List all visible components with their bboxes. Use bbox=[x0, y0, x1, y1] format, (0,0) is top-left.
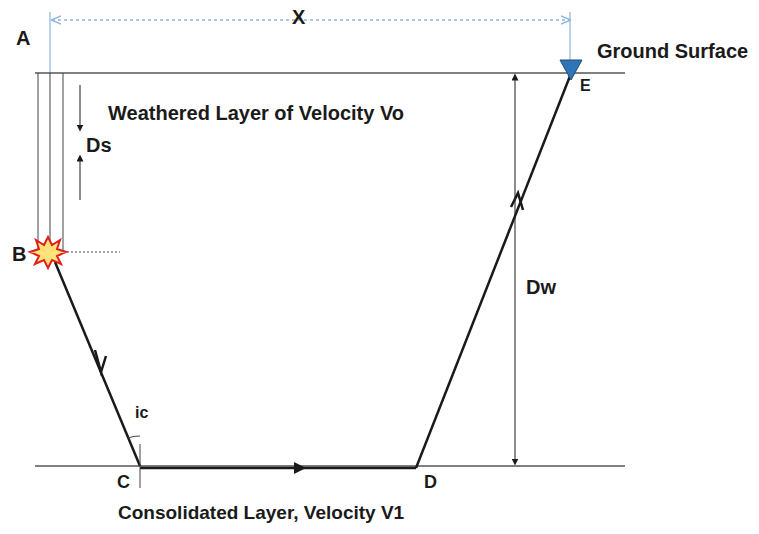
angle-label: ic bbox=[135, 404, 148, 422]
borehole-center bbox=[50, 73, 51, 245]
ground-surface-line bbox=[35, 72, 625, 74]
ray-path bbox=[55, 262, 140, 466]
layer-label: Weathered Layer of Velocity Vo bbox=[108, 102, 404, 124]
ray-arrow bbox=[95, 350, 106, 372]
borehole-wall bbox=[38, 73, 39, 252]
dimension-label: Ds bbox=[86, 134, 112, 156]
depth-arrow bbox=[80, 85, 81, 128]
point-label: A bbox=[16, 27, 30, 49]
surface-label: Ground Surface bbox=[597, 40, 748, 62]
explosion-symbol bbox=[30, 237, 66, 268]
point-label: B bbox=[12, 243, 26, 265]
distance-label: X bbox=[292, 6, 305, 28]
point-label: C bbox=[117, 473, 130, 493]
extension-line bbox=[569, 12, 570, 62]
dimension-label: Dw bbox=[526, 276, 556, 298]
layer-label: Consolidated Layer, Velocity V1 bbox=[118, 503, 404, 524]
ray-path bbox=[416, 76, 570, 468]
ray-arrow bbox=[294, 462, 306, 474]
point-label: E bbox=[580, 77, 591, 95]
borehole-wall bbox=[63, 73, 64, 252]
depth-arrow bbox=[515, 77, 516, 462]
ray-arrow bbox=[511, 193, 523, 210]
ray-path bbox=[140, 467, 416, 470]
distance-arrow bbox=[52, 19, 570, 21]
normal-line bbox=[140, 444, 141, 488]
point-label: D bbox=[424, 473, 437, 493]
angle-arc bbox=[128, 436, 140, 438]
layer-interface-line bbox=[35, 465, 625, 467]
depth-arrow bbox=[80, 158, 81, 200]
geophone-symbol bbox=[560, 60, 582, 80]
extension-line bbox=[49, 12, 50, 73]
